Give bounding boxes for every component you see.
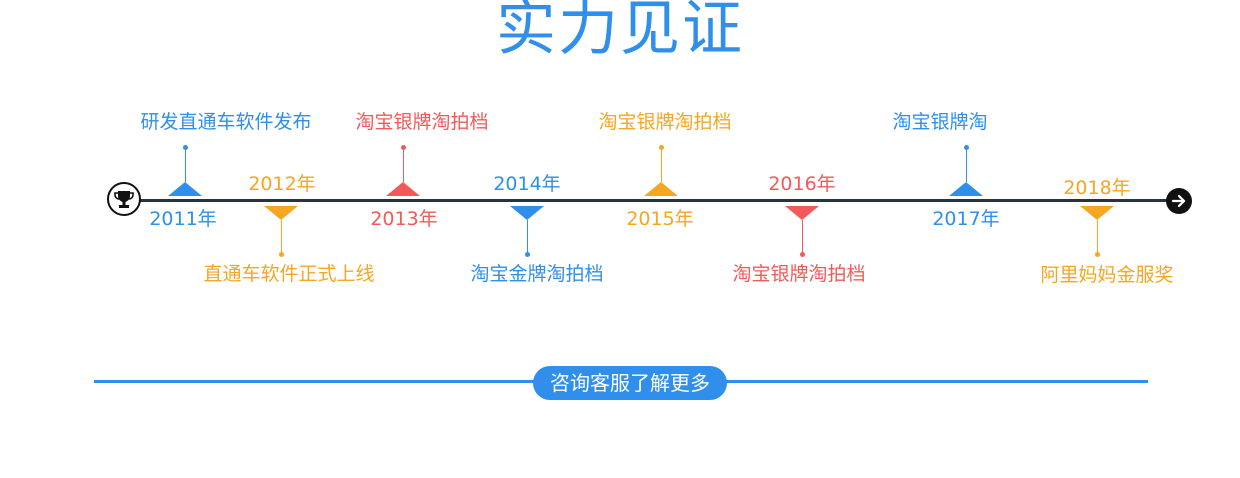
- milestone-stem: [185, 148, 186, 182]
- trophy-icon: [107, 182, 141, 216]
- milestone-year: 2011年: [149, 208, 217, 230]
- milestone-dot: [279, 252, 284, 257]
- milestone-dot: [1095, 252, 1100, 257]
- milestone-year: 2018年: [1063, 177, 1131, 199]
- milestone-year: 2012年: [248, 173, 316, 195]
- milestone-marker: [168, 182, 202, 196]
- milestone-marker: [510, 206, 544, 220]
- milestone-year: 2015年: [626, 208, 694, 230]
- milestone-stem: [966, 148, 967, 182]
- milestone-year: 2017年: [932, 208, 1000, 230]
- milestone-stem: [527, 220, 528, 253]
- timeline-axis: [126, 199, 1178, 202]
- milestone-dot: [800, 252, 805, 257]
- milestone-stem: [403, 148, 404, 182]
- milestone-marker: [1080, 206, 1114, 220]
- milestone-marker: [264, 206, 298, 220]
- milestone-event: 研发直通车软件发布: [140, 111, 312, 133]
- milestone-dot: [183, 145, 188, 150]
- milestone-dot: [401, 145, 406, 150]
- milestone-year: 2014年: [493, 173, 561, 195]
- contact-support-button[interactable]: 咨询客服了解更多: [533, 366, 727, 400]
- milestone-dot: [659, 145, 664, 150]
- milestone-event: 淘宝银牌淘: [892, 111, 988, 133]
- milestone-stem: [281, 220, 282, 253]
- milestone-year: 2016年: [768, 173, 836, 195]
- milestone-event: 淘宝银牌淘拍档: [355, 111, 489, 133]
- milestone-event: 直通车软件正式上线: [203, 263, 375, 285]
- milestone-marker: [644, 182, 678, 196]
- milestone-stem: [802, 220, 803, 253]
- milestone-dot: [964, 145, 969, 150]
- milestone-event: 阿里妈妈金服奖: [1040, 264, 1174, 286]
- milestone-dot: [525, 252, 530, 257]
- milestone-marker: [949, 182, 983, 196]
- milestone-event: 淘宝银牌淘拍档: [732, 263, 866, 285]
- milestone-stem: [661, 148, 662, 182]
- milestone-event: 淘宝金牌淘拍档: [470, 263, 604, 285]
- milestone-marker: [386, 182, 420, 196]
- milestone-year: 2013年: [370, 208, 438, 230]
- milestone-stem: [1097, 220, 1098, 253]
- page-title: 实力见证: [496, 0, 744, 64]
- milestone-marker: [785, 206, 819, 220]
- milestone-event: 淘宝银牌淘拍档: [598, 111, 732, 133]
- arrow-right-icon: [1166, 188, 1192, 214]
